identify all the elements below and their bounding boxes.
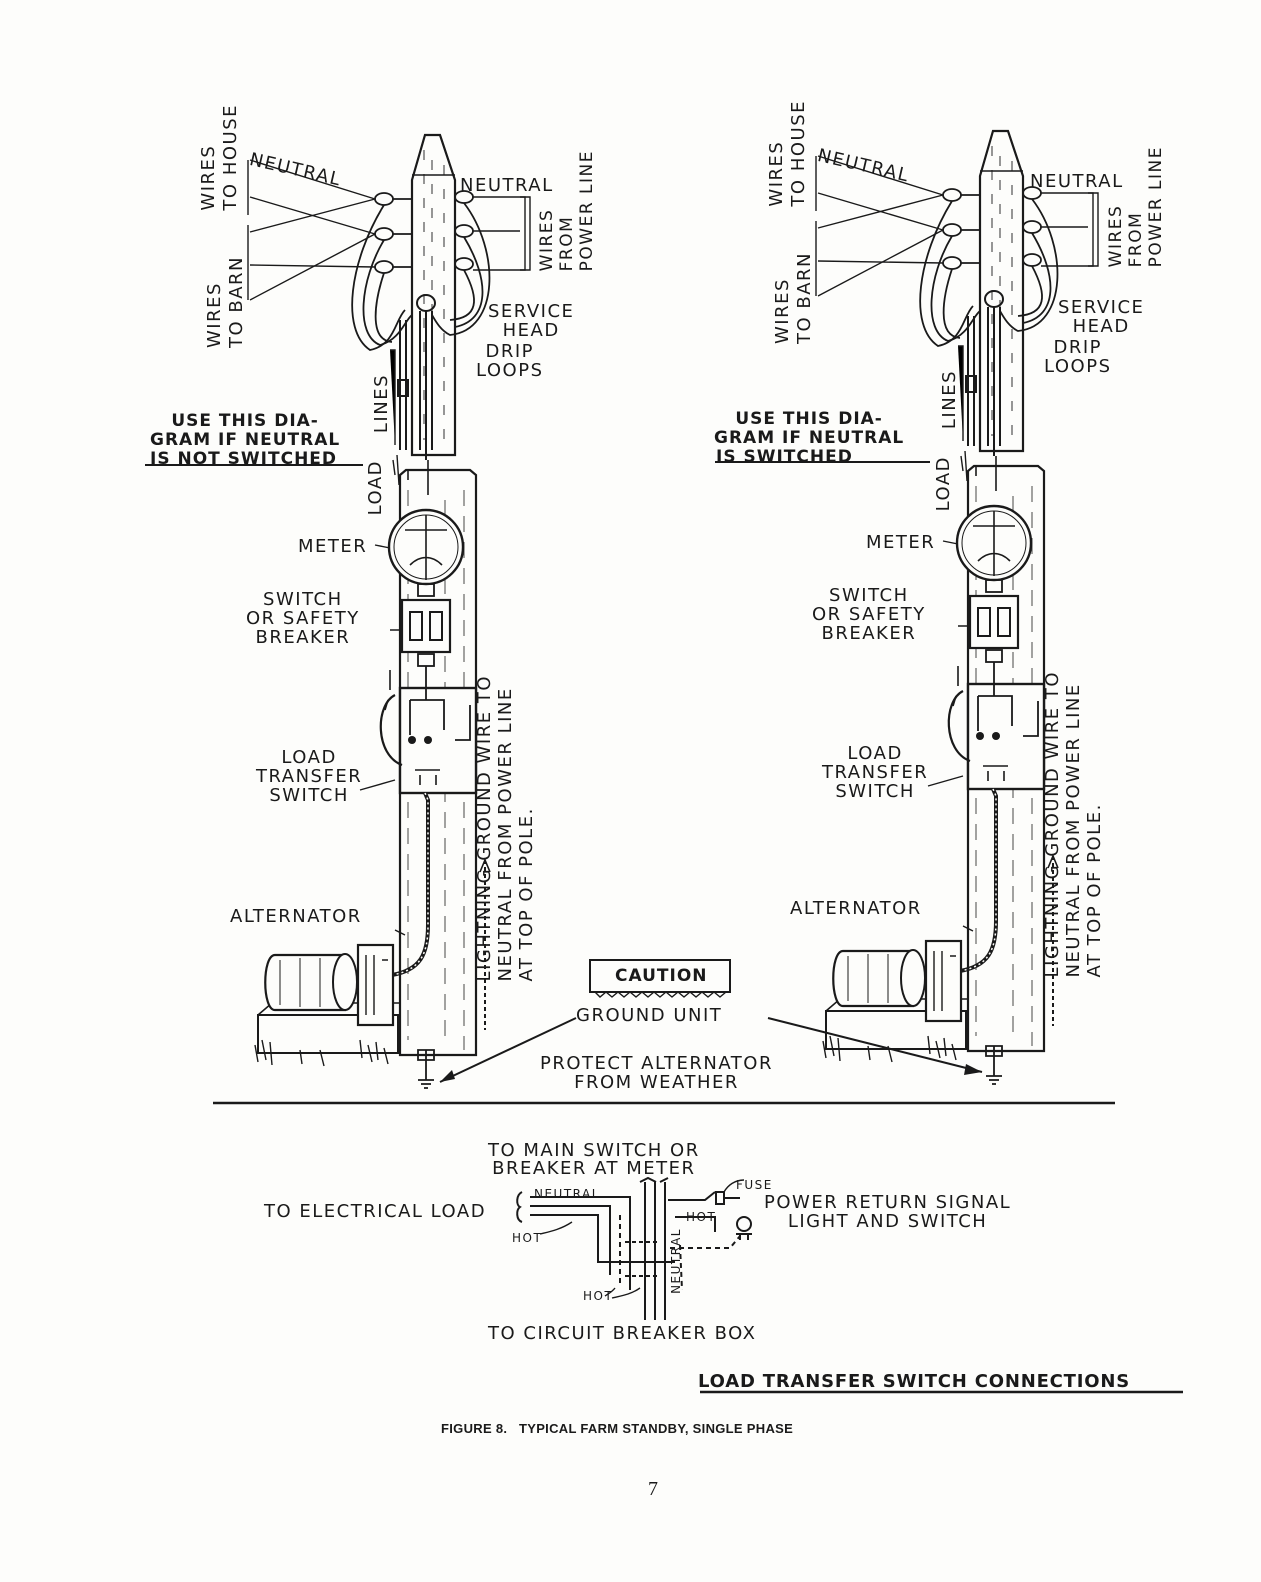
right-switch-breaker-label: SWITCH OR SAFETY BREAKER: [812, 585, 926, 644]
left-drip-loops-label: DRIP LOOPS: [476, 341, 544, 381]
left-service-head-label: SERVICE HEAD: [488, 301, 575, 341]
right-load-label: LOAD: [933, 456, 954, 512]
right-alternator-label: ALTERNATOR: [790, 898, 922, 919]
left-wires-to-house-label: WIRES TO HOUSE: [198, 104, 241, 211]
left-wires-to-barn-label: WIRES TO BARN: [204, 256, 247, 349]
left-load-transfer-switch-label: LOAD TRANSFER SWITCH: [256, 747, 363, 806]
right-drip-loops-label: DRIP LOOPS: [1044, 337, 1112, 377]
right-service-head-label: SERVICE HEAD: [1058, 297, 1145, 337]
to-circuit-breaker-box-label: TO CIRCUIT BREAKER BOX: [488, 1323, 757, 1344]
caution-box: [589, 959, 731, 993]
hot-right-label: HOT: [686, 1210, 717, 1224]
protect-alternator-label: PROTECT ALTERNATOR FROM WEATHER: [540, 1053, 773, 1093]
right-meter-label: METER: [866, 532, 936, 553]
left-neutral-line-label: NEUTRAL: [460, 175, 554, 196]
left-lightning-ground-label: LIGHTNING GROUND WIRE TO NEUTRAL FROM PO…: [474, 675, 537, 982]
neutral-side-label: NEUTRAL: [669, 1228, 683, 1294]
right-instruction-label: USE THIS DIA- GRAM IF NEUTRAL: [714, 409, 905, 448]
right-lightning-ground-label: LIGHTNING GROUND WIRE TO NEUTRAL FROM PO…: [1042, 671, 1105, 978]
power-return-label: POWER RETURN SIGNAL LIGHT AND SWITCH: [764, 1192, 1012, 1232]
to-main-switch-label: TO MAIN SWITCH OR BREAKER AT METER: [488, 1140, 700, 1179]
right-wires-from-power-line-label: WIRES FROM POWER LINE: [1106, 146, 1166, 268]
right-neutral-line-label: NEUTRAL: [1030, 171, 1124, 192]
left-alternator-label: ALTERNATOR: [230, 906, 362, 927]
to-electrical-load-label: TO ELECTRICAL LOAD: [264, 1201, 487, 1222]
right-lines-label: LINES: [939, 370, 960, 430]
transfer-switch-schematic: [516, 1176, 752, 1320]
hot-bottom-label: HOT: [583, 1289, 614, 1303]
left-switch-breaker-label: SWITCH OR SAFETY BREAKER: [246, 589, 360, 648]
right-wires-to-house-label: WIRES TO HOUSE: [766, 100, 809, 207]
left-lines-label: LINES: [371, 374, 392, 434]
right-load-transfer-switch-label: LOAD TRANSFER SWITCH: [822, 743, 929, 802]
neutral-top-label: NEUTRAL: [534, 1187, 600, 1201]
left-instruction-label: USE THIS DIA- GRAM IF NEUTRAL: [150, 411, 341, 450]
schematic-title: LOAD TRANSFER SWITCH CONNECTIONS: [698, 1371, 1130, 1392]
left-meter-label: METER: [298, 536, 368, 557]
right-wires-to-barn-label: WIRES TO BARN: [772, 252, 815, 345]
left-instruction-underlined: IS NOT SWITCHED: [150, 449, 338, 469]
figure-caption: FIGURE 8. TYPICAL FARM STANDBY, SINGLE P…: [441, 1421, 794, 1436]
fuse-label: FUSE: [736, 1178, 773, 1192]
page-number: 7: [648, 1478, 660, 1500]
right-instruction-underlined: IS SWITCHED: [716, 447, 853, 467]
left-load-label: LOAD: [365, 460, 386, 516]
ground-unit-label: GROUND UNIT: [576, 1005, 723, 1026]
caution-label: CAUTION: [615, 966, 708, 986]
left-wires-from-power-line-label: WIRES FROM POWER LINE: [537, 150, 597, 272]
hot-left-label: HOT: [512, 1231, 543, 1245]
